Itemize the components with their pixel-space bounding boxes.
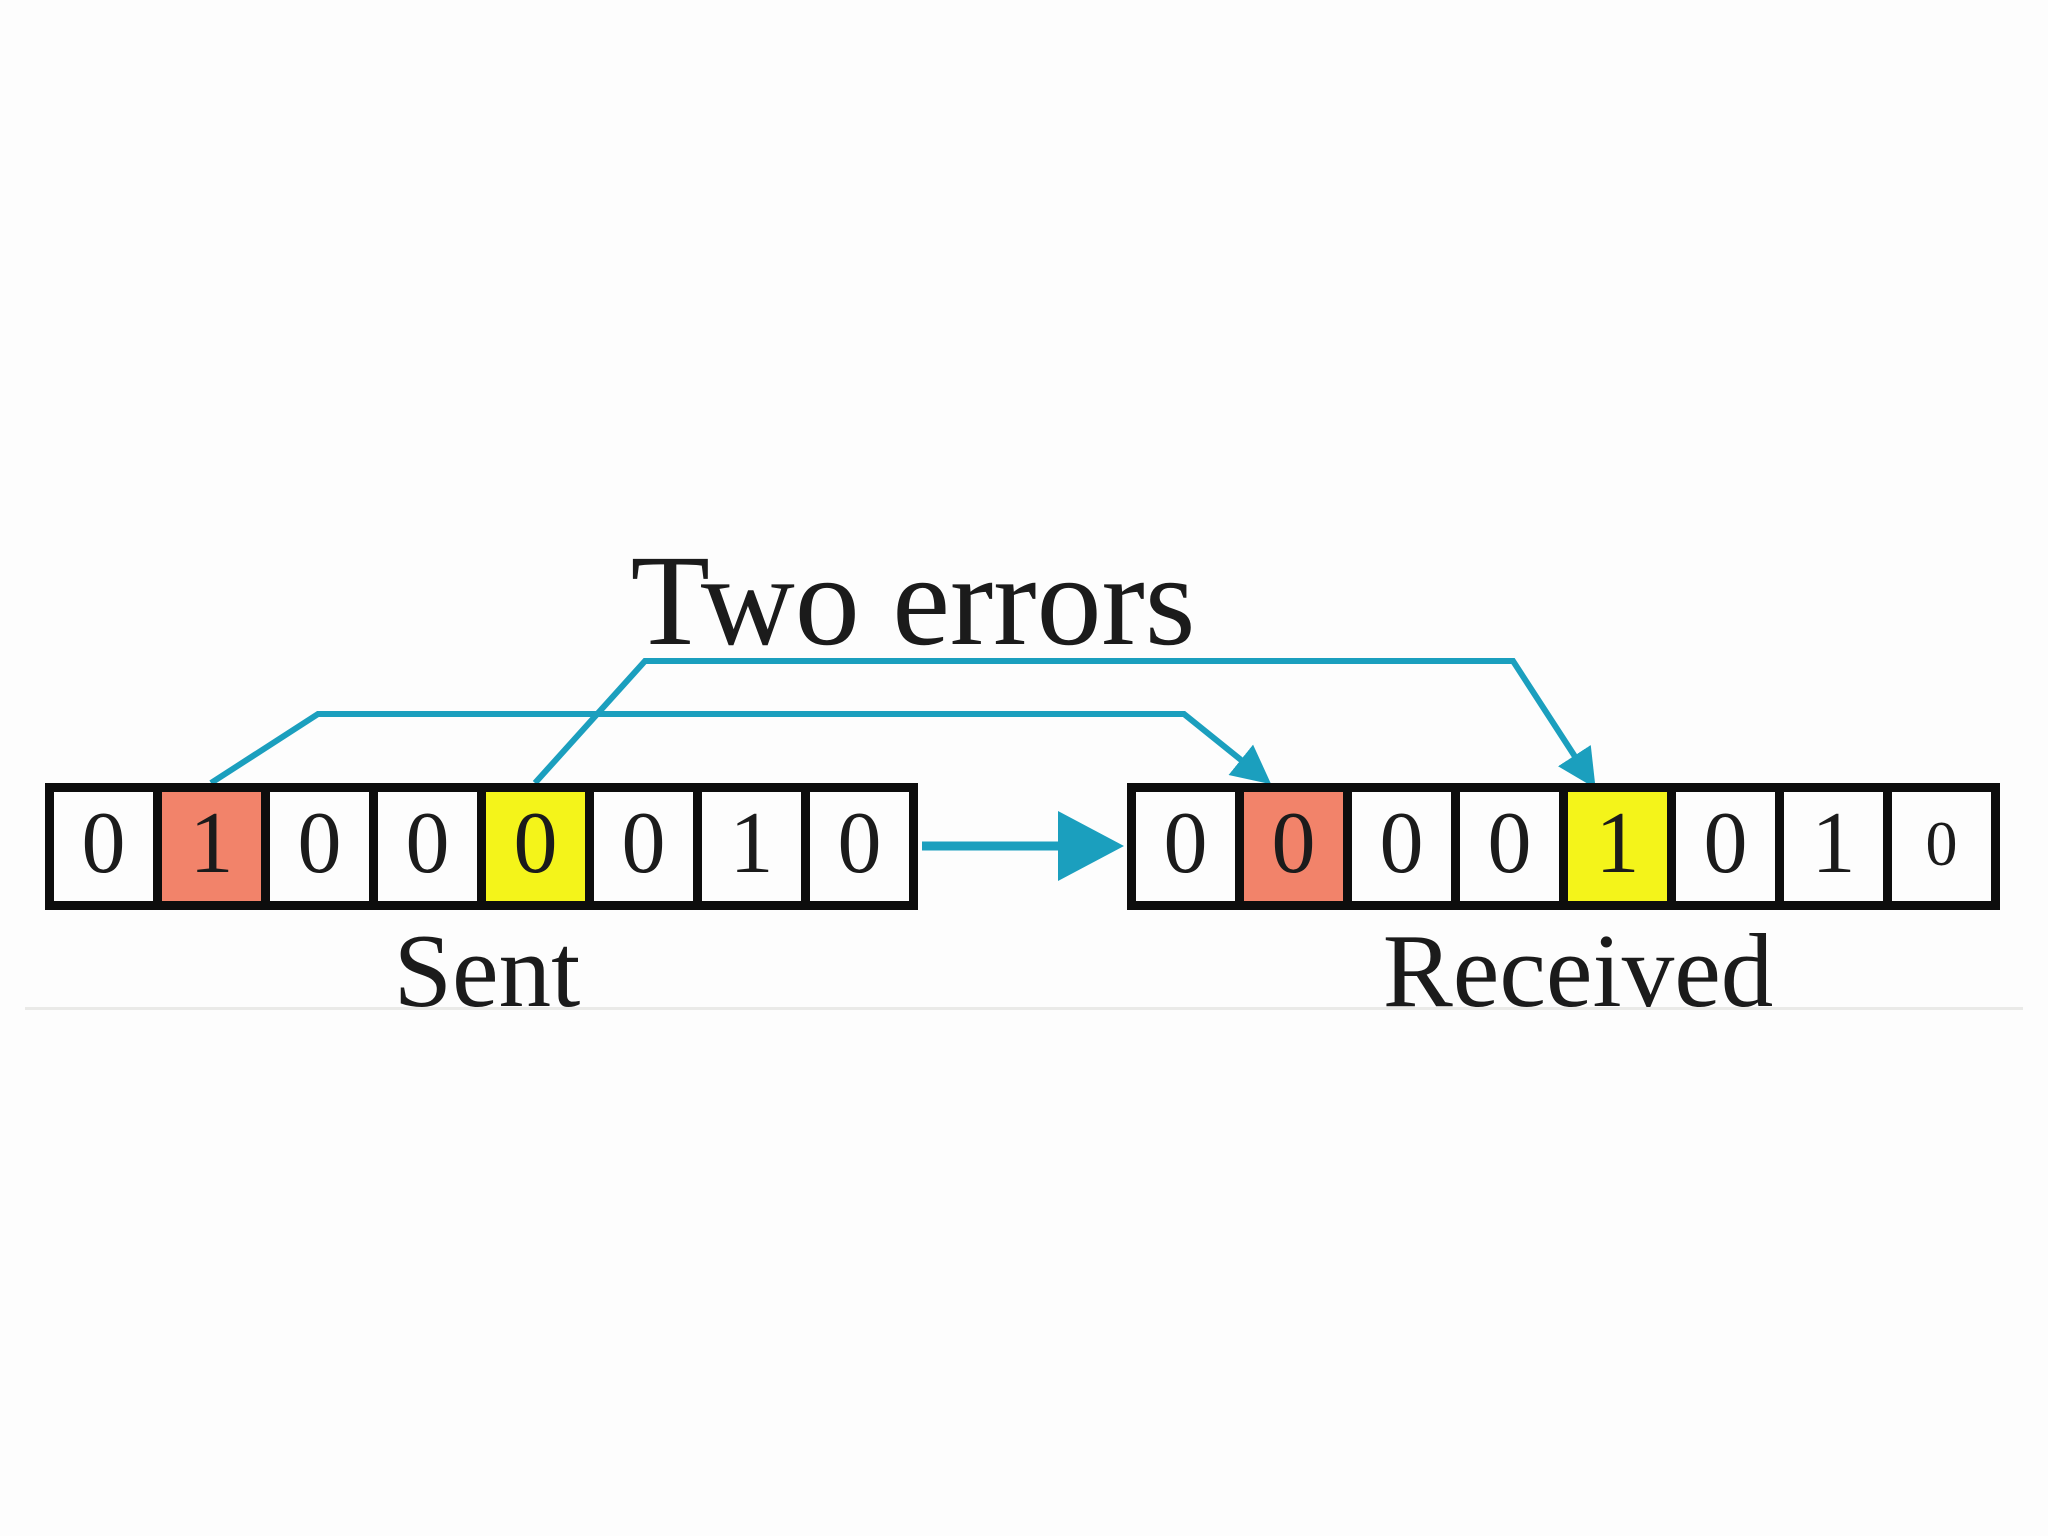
error-line-bit2 [209, 711, 1272, 786]
bit-cell: 0 [1244, 792, 1343, 901]
figure-title: Two errors [630, 529, 1196, 673]
bit-cell: 0 [1352, 792, 1451, 901]
bit-cell: 0 [270, 792, 369, 901]
error-line-bit5 [532, 658, 1596, 789]
bottom-divider [25, 1007, 2023, 1010]
transmission-arrowhead-icon [1058, 811, 1124, 881]
bit-cell: 0 [378, 792, 477, 901]
transmission-arrow [922, 811, 1124, 881]
sent-label: Sent [393, 912, 581, 1029]
bit-cell: 1 [1784, 792, 1883, 901]
bit-cell: 0 [486, 792, 585, 901]
bit-cell: 0 [1136, 792, 1235, 901]
bit-cell: 1 [162, 792, 261, 901]
received-label: Received [1382, 912, 1774, 1029]
bit-cell: 1 [702, 792, 801, 901]
bit-cell: 0 [1892, 792, 1991, 901]
bit-cell: 0 [1676, 792, 1775, 901]
bit-cell: 0 [810, 792, 909, 901]
bit-cell: 0 [594, 792, 693, 901]
bit-cell: 0 [1460, 792, 1559, 901]
bit-cell: 1 [1568, 792, 1667, 901]
bit-cell: 0 [54, 792, 153, 901]
